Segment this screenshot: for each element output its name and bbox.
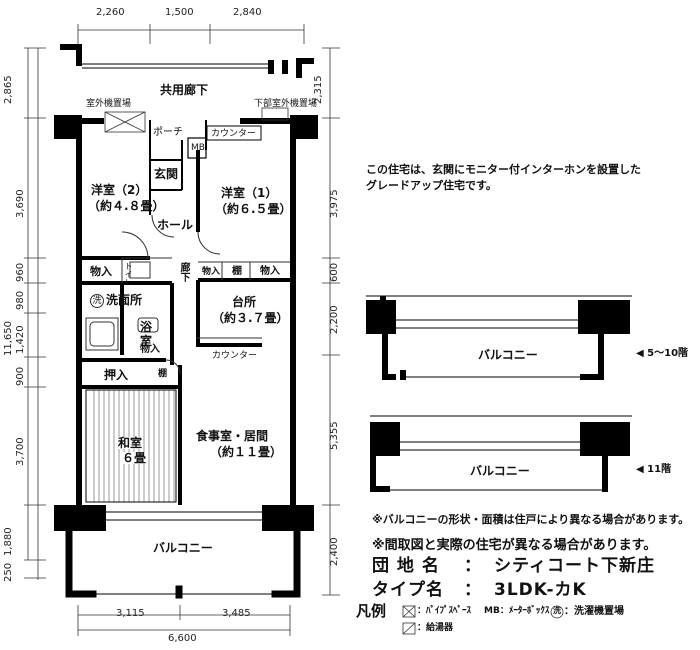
right-dim-3975: 3,975: [329, 189, 340, 218]
closet-label: 押入: [104, 368, 129, 382]
complex-name-label: 団 地 名: [372, 556, 440, 576]
left-dim-980: 980: [15, 290, 26, 310]
left-dim-900: 900: [15, 366, 26, 386]
balcony-note: ※バルコニーの形状・面積は住戸により異なる場合があります。: [372, 513, 690, 526]
japanese-room-label: 和室: [118, 436, 143, 450]
left-dim-3690: 3,690: [15, 189, 26, 218]
legend-washer: ：洗濯機置場: [564, 606, 624, 617]
hall-label: ホール: [157, 218, 194, 232]
left-dim-250: 250: [3, 562, 14, 582]
bottom-dimension-lines: [77, 605, 291, 636]
right-dim-5355: 5,355: [329, 421, 340, 450]
kitchen-size: （約３.７畳）: [212, 311, 289, 325]
intercom-note-line2: グレードアップ住宅です。: [366, 179, 497, 192]
balcony-variant-11-floors: ◀ 11階: [636, 464, 672, 475]
japanese-room-size: ６畳: [122, 451, 147, 465]
left-dim-total: 11,650: [3, 321, 14, 356]
type-value: 3LDK-カK: [494, 580, 587, 600]
bottom-dim-2: 3,485: [222, 608, 251, 619]
left-dim-1880: 1,880: [3, 527, 14, 556]
washroom-label: 洗面所: [106, 293, 143, 307]
top-dim-3: 2,840: [233, 7, 262, 18]
balcony-label: バルコニー: [153, 541, 213, 555]
balcony-main: [65, 511, 301, 599]
entrance-block: [149, 120, 262, 215]
bath-label: 浴室: [140, 320, 153, 348]
toilet-label: トイレ: [124, 262, 133, 286]
left-dimension-lines: [24, 47, 46, 580]
counter-mid-label: カウンター: [212, 351, 258, 361]
left-dim-960: 960: [15, 262, 26, 282]
lower-outdoor-unit-label: 下部室外機置場: [254, 99, 318, 109]
balcony-variant-11: [370, 415, 632, 492]
complex-name-sep: ：: [464, 556, 482, 576]
legend-pipe-space: ：ﾊﾟｲﾌﾟｽﾍﾟｰｽ: [417, 606, 472, 616]
western2-label: 洋室（2）: [91, 183, 148, 197]
shelf2-label: 棚: [158, 369, 168, 379]
storage-a-label: 物入: [202, 267, 221, 277]
right-dim-2200: 2,200: [329, 305, 340, 334]
legend-title: 凡例: [356, 602, 387, 620]
kitchen-label: 台所: [232, 295, 257, 309]
balcony-variant-11-label: バルコニー: [470, 464, 530, 478]
mb-label: MB: [191, 143, 205, 153]
western2-size: （約４.８畳）: [88, 199, 165, 213]
type-label: タイプ名: [372, 580, 444, 600]
left-dim-2865: 2,865: [3, 75, 14, 104]
common-corridor: [60, 44, 314, 78]
top-dimension-lines: [77, 24, 305, 44]
complex-name-value: シティコート下新庄: [494, 556, 655, 576]
corridor-label: 共用廊下: [160, 83, 209, 97]
bottom-dim-1: 3,115: [116, 608, 145, 619]
storage-b-label: 物入: [260, 266, 280, 277]
type-sep: ：: [464, 580, 482, 600]
outdoor-unit-areas: [104, 107, 289, 133]
counter-top-label: カウンター: [211, 129, 257, 139]
doors-partitions: [85, 214, 290, 375]
legend-washer-mark: 洗: [553, 606, 561, 615]
top-dim-2: 1,500: [165, 7, 194, 18]
washer-mark: 洗: [90, 294, 104, 308]
western1-label: 洋室（1）: [221, 186, 278, 200]
left-dim-1420: 1,420: [15, 325, 26, 354]
right-dim-2400: 2,400: [329, 537, 340, 566]
porch-label: ポーチ: [153, 127, 183, 138]
outer-walls: [76, 118, 296, 506]
outdoor-unit-label: 室外機置場: [86, 99, 132, 109]
legend-water-heater: ：給湯器: [417, 623, 454, 633]
intercom-note-line1: この住宅は、玄関にモニター付インターホンを設置した: [366, 163, 641, 176]
hallway-label: 廊下: [178, 262, 189, 282]
balcony-variant-5-10-label: バルコニー: [478, 348, 538, 362]
shelf-label: 棚: [232, 266, 242, 277]
living-size: （約１１畳）: [210, 445, 283, 459]
top-dim-1: 2,260: [96, 7, 125, 18]
storage-c-label: 物入: [140, 344, 160, 355]
right-dim-600: 600: [329, 262, 340, 282]
balcony-variant-5-10-floors: ◀ 5～10階: [636, 348, 689, 359]
western1-size: （約６.５畳）: [215, 202, 292, 216]
left-dim-3700: 3,700: [15, 437, 26, 466]
structural-columns: [54, 115, 318, 531]
right-dimension-lines: [322, 47, 340, 596]
living-label: 食事室・居間: [196, 429, 269, 443]
storage-left-label: 物入: [90, 265, 112, 278]
plan-note: ※間取図と実際の住宅が異なる場合があります。: [372, 538, 657, 553]
entrance-label: 玄関: [154, 167, 179, 181]
balcony-variant-5-10: [366, 295, 632, 380]
legend-symbols: [402, 605, 564, 635]
bottom-dim-total: 6,600: [168, 633, 197, 644]
legend-mb: MB：ﾒｰﾀｰﾎﾞｯｸｽ: [484, 606, 550, 616]
